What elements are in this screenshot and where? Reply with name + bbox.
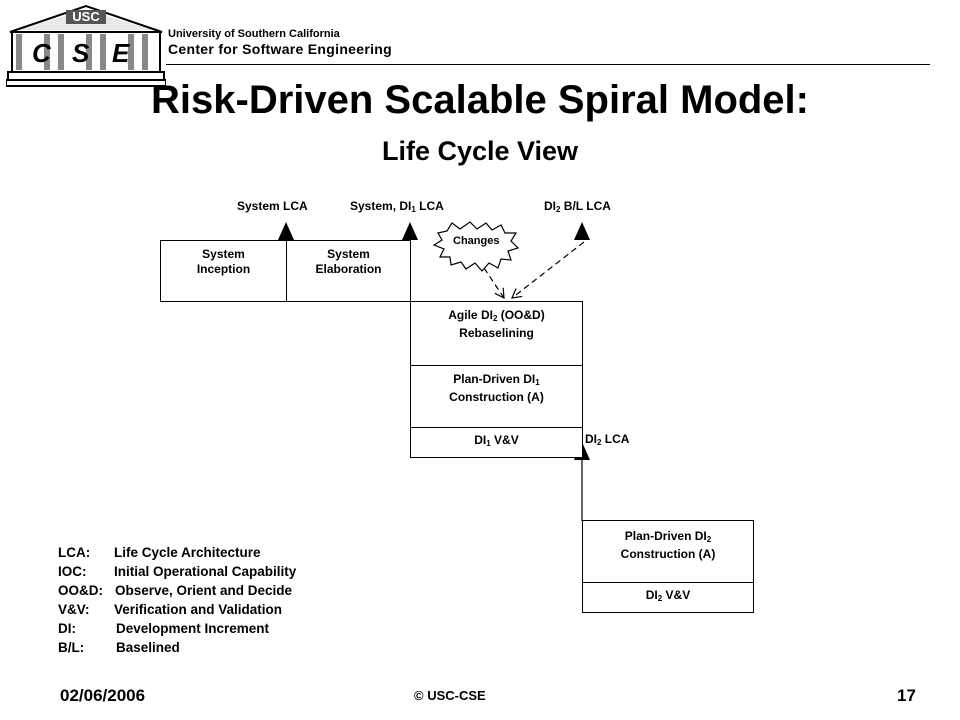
milestone-label-di2-bl-lca: DI2 B/L LCA bbox=[544, 199, 611, 214]
system-elaboration-label: System Elaboration bbox=[315, 247, 382, 276]
page-number: 17 bbox=[897, 686, 916, 705]
milestone-triangle-system-di1-lca bbox=[402, 222, 418, 240]
system-inception-box: System Inception bbox=[160, 240, 287, 302]
legend-row: IOC: Initial Operational Capability bbox=[58, 562, 296, 581]
di1-vv-label: DI1 V&V bbox=[474, 433, 519, 448]
rebaseline-arrow bbox=[511, 241, 585, 299]
milestone-triangle-di2-bl-lca bbox=[574, 222, 590, 240]
legend-abbr: OO&D: bbox=[58, 583, 103, 598]
legend-text: Life Cycle Architecture bbox=[114, 545, 261, 560]
logo-letter-c: C bbox=[32, 38, 52, 68]
di2-vv-box: DI2 V&V bbox=[582, 582, 754, 613]
legend-abbr: DI: bbox=[58, 621, 76, 636]
milestone-label-system-di1-lca: System, DI1 LCA bbox=[350, 199, 444, 214]
logo-badge: USC bbox=[72, 9, 100, 24]
legend-text: Observe, Orient and Decide bbox=[115, 583, 293, 598]
agile-rebaselining-label: Agile DI2 (OO&D)Rebaselining bbox=[448, 308, 545, 340]
milestone-triangle-system-lca bbox=[278, 222, 294, 240]
slide-subtitle: Life Cycle View bbox=[381, 136, 579, 166]
legend-abbr: B/L: bbox=[58, 640, 85, 655]
agile-rebaselining-box: Agile DI2 (OO&D)Rebaselining bbox=[410, 301, 583, 366]
di2-vv-label: DI2 V&V bbox=[645, 588, 691, 603]
system-elaboration-box: System Elaboration bbox=[286, 240, 411, 302]
legend-text: Initial Operational Capability bbox=[114, 564, 297, 579]
legend-abbr: IOC: bbox=[58, 564, 87, 579]
changes-burst bbox=[432, 221, 520, 272]
university-name: University of Southern California bbox=[168, 28, 340, 40]
legend-text: Development Increment bbox=[116, 621, 270, 636]
legend-row: LCA: Life Cycle Architecture bbox=[58, 543, 296, 562]
footer-copyright: © USC-CSE bbox=[414, 688, 486, 703]
logo-letter-s: S bbox=[72, 38, 90, 68]
legend-row: B/L: Baselined bbox=[58, 638, 296, 657]
abbreviation-legend: LCA: Life Cycle Architecture IOC: Initial … bbox=[58, 543, 296, 657]
header-rule bbox=[166, 64, 930, 65]
system-inception-label: System Inception bbox=[196, 247, 251, 276]
legend-row: OO&D: Observe, Orient and Decide bbox=[58, 581, 296, 600]
milestone-label-system-lca: System LCA bbox=[237, 199, 308, 213]
changes-label: Changes bbox=[453, 235, 500, 247]
legend-abbr: V&V: bbox=[58, 602, 90, 617]
center-name: Center for Software Engineering bbox=[168, 41, 392, 57]
legend-text: Baselined bbox=[116, 640, 180, 655]
legend-row: V&V: Verification and Validation bbox=[58, 600, 296, 619]
legend-row: DI: Development Increment bbox=[58, 619, 296, 638]
di1-vv-box: DI1 V&V bbox=[410, 427, 583, 458]
milestone-label-di2-lca: DI2 LCA bbox=[585, 432, 630, 447]
legend-text: Verification and Validation bbox=[114, 602, 283, 617]
logo-letter-e: E bbox=[112, 38, 130, 68]
slide-title: Risk-Driven Scalable Spiral Model: bbox=[151, 78, 809, 122]
changes-arrow bbox=[483, 267, 505, 300]
footer-date: 02/06/2006 bbox=[60, 686, 146, 705]
legend-abbr: LCA: bbox=[58, 545, 91, 560]
cse-logo: USC C S E bbox=[6, 4, 166, 87]
